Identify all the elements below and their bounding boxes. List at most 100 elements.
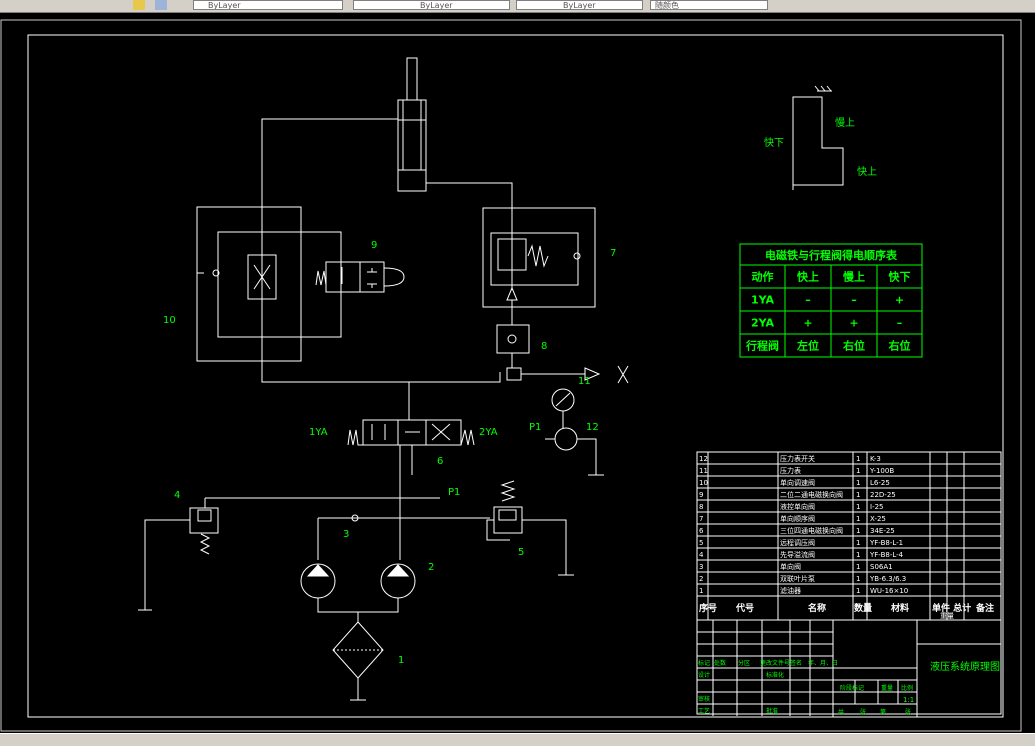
bom-material: S06A1 <box>870 563 893 571</box>
bom-qty: 1 <box>856 563 860 571</box>
bom-name: 三位四通电磁换向阀 <box>780 526 843 535</box>
sequence-cell: 右位 <box>888 339 911 353</box>
bom-name: 液控单向阀 <box>780 502 815 511</box>
bom-header-weight: 重量 <box>940 612 954 620</box>
label-5: 5 <box>518 547 524 558</box>
bom-header-cell: 数量 <box>854 602 872 614</box>
sequence-table: 电磁铁与行程阀得电顺序表动作快上慢上快下1YA––+2YA++–行程阀左位右位右… <box>739 243 923 358</box>
bom-name: 远程调压阀 <box>780 538 815 547</box>
drawing-border <box>27 34 1004 718</box>
bom-seq: 5 <box>699 539 703 547</box>
sequence-header-cell: 快下 <box>888 270 911 284</box>
bom-name: 二位二通电磁换向阀 <box>780 490 843 499</box>
bom-header-cell: 代号 <box>735 602 754 614</box>
title-block-mark: 分区 <box>738 659 750 667</box>
solenoid-1ya: 1YA <box>309 427 328 438</box>
bom-qty: 1 <box>856 527 860 535</box>
bom-header-cell: 序号 <box>699 602 717 614</box>
valve-10-throttle <box>196 206 342 362</box>
label-11: 11 <box>578 376 591 387</box>
bom-material: I-25 <box>870 503 884 511</box>
title-block-sheet: 张 <box>860 708 866 716</box>
bom-name: 单向阀 <box>780 562 801 571</box>
bom-material: YF-B8-L-1 <box>869 539 903 547</box>
bom-material: YB-6.3/6.3 <box>869 575 906 583</box>
title-block-mark: 处数 <box>714 659 726 667</box>
color-select[interactable]: ByLayer <box>193 0 343 10</box>
bom-name: 压力表开关 <box>780 454 815 463</box>
bom-name: 压力表 <box>780 466 801 475</box>
bom-material: X-25 <box>870 515 886 523</box>
outer-border <box>0 19 1022 732</box>
title-block-sheet: 第 <box>880 708 886 716</box>
valve-9-solenoid <box>315 261 405 293</box>
bom-material: 34E-25 <box>870 527 895 535</box>
sequence-header-cell: 快上 <box>796 270 819 284</box>
sequence-header-cell: 动作 <box>752 270 774 284</box>
sequence-cell: – <box>897 317 903 330</box>
bom-qty: 1 <box>856 587 860 595</box>
label-8: 8 <box>541 341 547 352</box>
bom-seq: 11 <box>699 467 708 475</box>
title-block-sheet: 共 <box>838 708 844 716</box>
title-block-audit: 审核 <box>698 695 710 703</box>
bom-seq: 12 <box>699 455 708 463</box>
filter-1 <box>332 621 384 701</box>
linetype-select[interactable]: ByLayer <box>353 0 510 10</box>
bom-name: 单向调速阀 <box>780 478 815 487</box>
pressure-p1: P1 <box>529 422 541 433</box>
status-bar <box>0 733 1035 746</box>
bom-material: Y-100B <box>869 467 894 475</box>
title-block-standard: 标准化 <box>766 671 784 679</box>
valve-8-check <box>496 324 629 384</box>
title-block-weight: 重量 <box>881 684 893 692</box>
solenoid-2ya: 2YA <box>479 427 498 438</box>
valve-4-relief <box>138 498 219 611</box>
bom-seq: 6 <box>699 527 704 535</box>
bom-material: WU-16×10 <box>870 587 908 595</box>
label-4: 4 <box>174 490 180 501</box>
bom-name: 先导溢流阀 <box>780 550 815 559</box>
title-block-design: 设计 <box>698 671 710 679</box>
drawing-canvas[interactable]: 1 2 3 4 5 6 7 8 9 10 11 1YA 2YA P1 P1 12… <box>0 12 1035 733</box>
sequence-table-title: 电磁铁与行程阀得电顺序表 <box>765 248 898 262</box>
bom-seq: 4 <box>699 551 704 559</box>
bom-qty: 1 <box>856 539 860 547</box>
layer-icon[interactable] <box>133 0 145 10</box>
cycle-fast-up: 快上 <box>857 166 877 178</box>
bom-name: 双联叶片泵 <box>780 574 815 583</box>
bom-seq: 3 <box>699 563 703 571</box>
cycle-fast-down: 快下 <box>764 137 784 149</box>
cycle-slow-up: 慢上 <box>835 117 855 129</box>
title-block-mark: 年、月、日 <box>808 659 838 667</box>
sequence-cell: 行程阀 <box>745 339 779 353</box>
bom-name: 单向顺序阀 <box>780 514 815 523</box>
valve-7-sequence <box>482 207 596 325</box>
bom-qty: 1 <box>856 575 860 583</box>
bom-header-cell: 材料 <box>890 602 909 614</box>
sequence-cell: 右位 <box>842 339 865 353</box>
sequence-cell: 1YA <box>751 294 775 307</box>
hydraulic-cylinder <box>397 57 427 192</box>
bom-header-cell: 名称 <box>808 602 826 614</box>
cycle-diagram: 快下 慢上 快上 <box>764 85 877 190</box>
label-6: 6 <box>437 456 443 467</box>
lineweight-select[interactable]: ByLayer <box>516 0 643 10</box>
label-10: 10 <box>163 315 176 326</box>
bom-qty: 1 <box>856 503 860 511</box>
title-block-mark: 更改文件号 <box>760 659 790 667</box>
bom-header-cell: 单件 总计 <box>932 602 971 614</box>
layer-states-icon[interactable] <box>155 0 167 10</box>
sequence-cell: – <box>805 294 811 307</box>
plotstyle-select[interactable]: 随颜色 <box>650 0 768 10</box>
bom-material: 22D-25 <box>870 491 896 499</box>
bom-qty: 1 <box>856 491 860 499</box>
pumps-2 <box>300 563 416 622</box>
sequence-cell: + <box>803 317 812 330</box>
drawing-title: 液压系统原理图 <box>930 660 1000 673</box>
bom-material: K-3 <box>870 455 881 463</box>
sequence-cell: – <box>851 294 857 307</box>
bom-seq: 8 <box>699 503 703 511</box>
bom-material: YF-B8-L-4 <box>869 551 904 559</box>
gauge-12-label: 12 <box>586 422 599 433</box>
